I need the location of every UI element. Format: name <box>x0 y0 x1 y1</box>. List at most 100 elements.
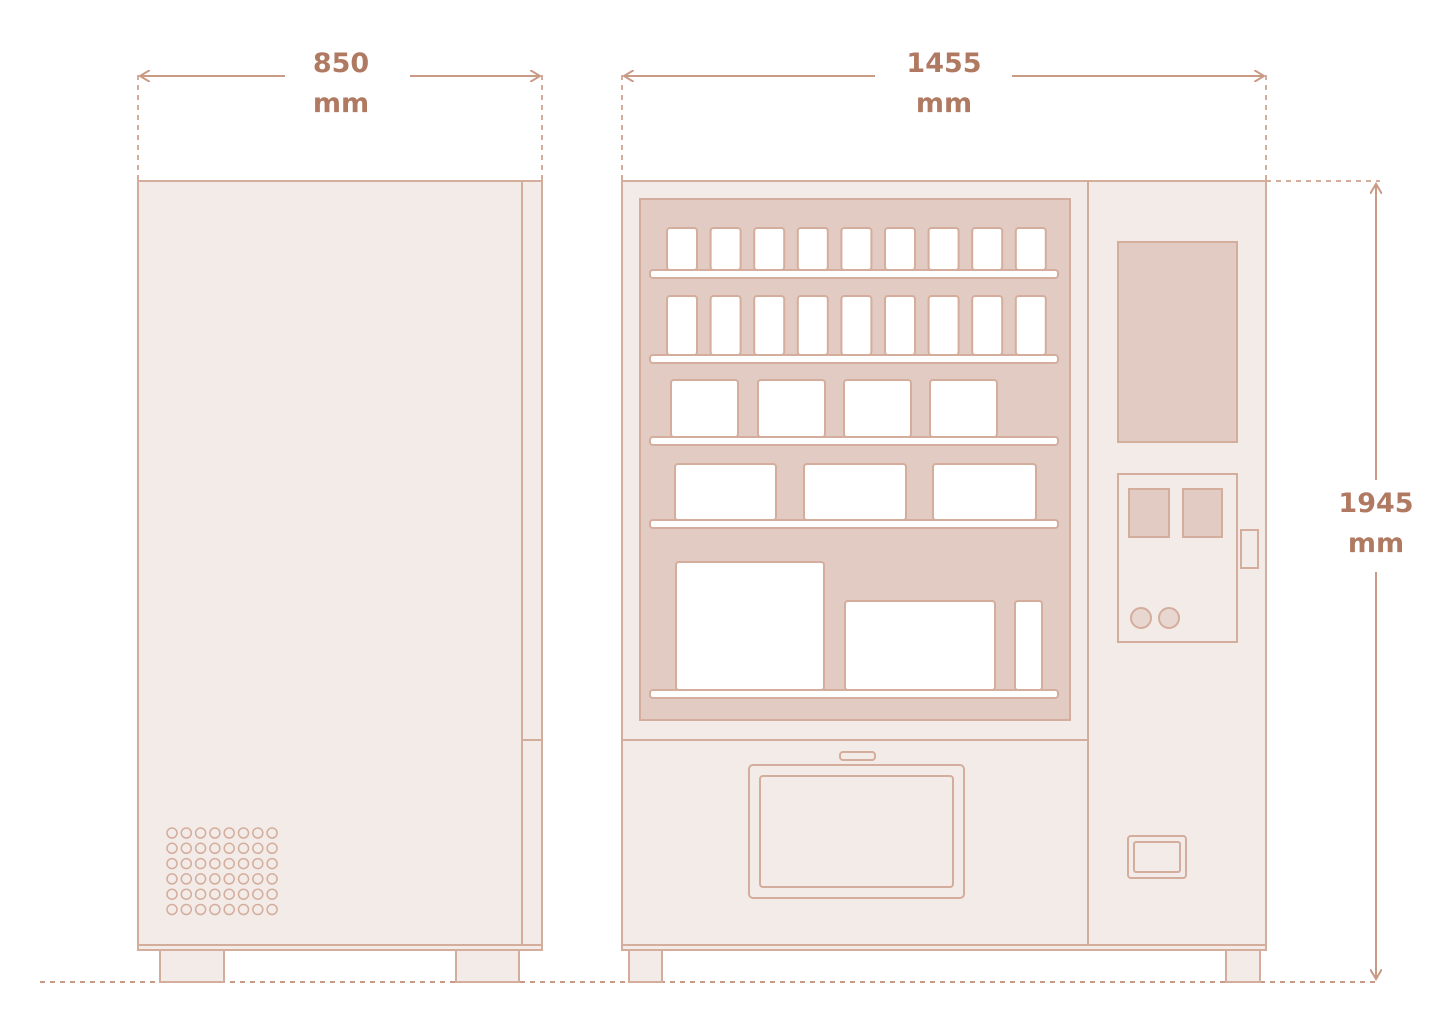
side-foot-front <box>159 949 225 983</box>
grille-hole <box>237 842 250 855</box>
grille-hole <box>237 903 250 916</box>
grille-hole <box>252 857 264 870</box>
grille-hole <box>194 842 207 855</box>
grille-hole <box>266 903 278 916</box>
product-item <box>753 295 786 356</box>
shelf <box>649 269 1059 279</box>
side-foot-back <box>455 949 520 983</box>
product-item <box>1014 600 1043 691</box>
grille-hole <box>237 888 250 900</box>
grille-hole <box>209 873 221 885</box>
shelf <box>649 354 1059 364</box>
cash-acceptor <box>1182 488 1223 538</box>
product-item <box>884 295 916 356</box>
grille-hole <box>180 873 193 885</box>
grille-hole <box>209 888 221 900</box>
grille-hole <box>223 903 235 916</box>
coin-button <box>1130 607 1152 629</box>
grille-hole <box>237 827 250 839</box>
pickup-tab <box>839 751 876 761</box>
grille-hole <box>209 842 221 855</box>
side-body <box>137 180 543 946</box>
grille-hole <box>166 842 178 855</box>
height-dimension: 1945 mm <box>1266 180 1414 979</box>
grille-hole <box>166 857 178 870</box>
door-handle <box>1240 529 1259 569</box>
product-item <box>666 295 698 356</box>
front-foot-left <box>628 949 663 983</box>
grille-hole <box>237 857 250 870</box>
side-view <box>137 180 543 983</box>
card-reader <box>1128 488 1170 538</box>
depth-dimension: 850 mm <box>137 48 543 181</box>
grille-hole <box>252 903 264 916</box>
width-dimension: 1455 mm <box>621 48 1267 181</box>
grille-hole <box>266 827 278 839</box>
grille-hole <box>180 827 193 839</box>
coin-button <box>1158 607 1180 629</box>
product-item <box>709 295 742 356</box>
grille-hole <box>180 903 193 916</box>
grille-hole <box>266 873 278 885</box>
product-item <box>1014 227 1047 271</box>
product-item <box>932 463 1037 521</box>
grille-hole <box>166 873 178 885</box>
pickup-bin-door <box>759 775 954 888</box>
product-item <box>927 227 960 271</box>
grille-hole <box>252 842 264 855</box>
front-view <box>621 180 1267 983</box>
width-value: 1455 <box>906 48 981 79</box>
product-item <box>670 379 739 438</box>
product-item <box>927 295 960 356</box>
product-item <box>929 379 998 438</box>
width-unit: mm <box>916 88 972 119</box>
product-item <box>674 463 777 521</box>
product-item <box>803 463 907 521</box>
product-item <box>757 379 826 438</box>
product-item <box>884 227 916 271</box>
grille-hole <box>180 888 193 900</box>
product-shelves <box>649 227 1059 699</box>
grille-hole <box>209 903 221 916</box>
product-item <box>1014 295 1047 356</box>
grille-hole <box>166 903 178 916</box>
depth-unit: mm <box>313 88 369 119</box>
product-item <box>753 227 786 271</box>
grille-hole <box>252 873 264 885</box>
product-item <box>971 227 1004 271</box>
grille-hole <box>266 888 278 900</box>
shelf <box>649 436 1059 446</box>
product-item <box>709 227 742 271</box>
grille-hole <box>223 873 235 885</box>
product-item <box>971 295 1004 356</box>
grille-hole <box>194 873 207 885</box>
grille-hole <box>194 827 207 839</box>
grille-hole <box>237 873 250 885</box>
front-foot-right <box>1225 949 1261 983</box>
product-item <box>844 600 996 691</box>
depth-value: 850 <box>313 48 369 79</box>
height-unit: mm <box>1348 528 1404 559</box>
product-item <box>666 227 698 271</box>
grille-hole <box>209 857 221 870</box>
shelf <box>649 689 1059 699</box>
grille-hole <box>180 857 193 870</box>
grille-hole <box>209 827 221 839</box>
touch-screen <box>1117 241 1238 443</box>
grille-hole <box>194 903 207 916</box>
product-item <box>796 227 829 271</box>
shelf <box>649 519 1059 529</box>
grille-hole <box>194 888 207 900</box>
grille-hole <box>194 857 207 870</box>
product-item <box>840 295 873 356</box>
grille-hole <box>166 827 178 839</box>
product-item <box>675 561 825 691</box>
product-item <box>796 295 829 356</box>
grille-hole <box>266 842 278 855</box>
side-base <box>137 944 543 951</box>
grille-hole <box>180 842 193 855</box>
height-value: 1945 <box>1338 488 1413 519</box>
grille-hole <box>252 888 264 900</box>
grille-hole <box>223 888 235 900</box>
front-base <box>621 944 1267 951</box>
